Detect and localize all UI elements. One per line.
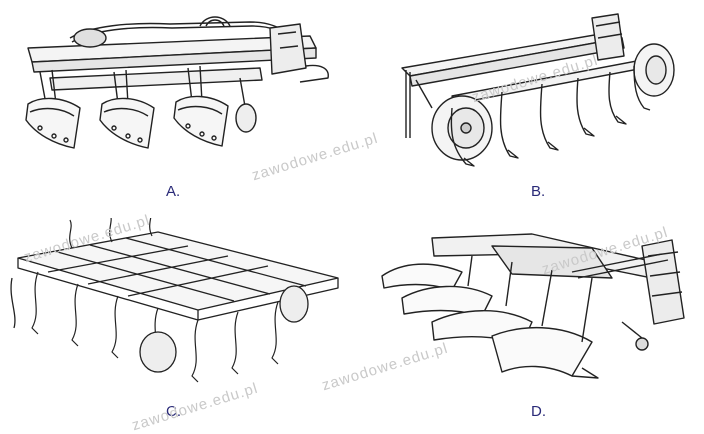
figure-a-drawing — [10, 8, 350, 178]
figure-d-drawing — [372, 226, 697, 396]
figure-d-label: D. — [531, 403, 546, 420]
figure-c-drawing — [8, 218, 348, 398]
figure-b-drawing — [392, 8, 682, 173]
figure-a-label: A. — [166, 183, 181, 200]
figure-b-label: B. — [531, 183, 546, 200]
figure-c-label: C. — [166, 403, 181, 420]
